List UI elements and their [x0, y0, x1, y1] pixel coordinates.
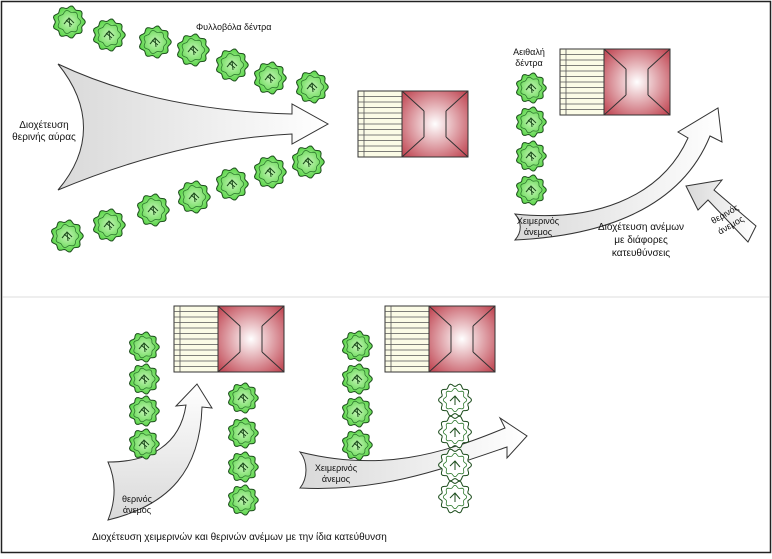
tree-icon — [138, 25, 172, 59]
tree-group-others — [128, 72, 547, 516]
tree-icon — [515, 72, 547, 104]
winter-wind-arrow-bottom — [298, 416, 528, 489]
diff-dir-label-2: με διάφορες — [614, 235, 668, 246]
tree-icon — [227, 451, 259, 483]
winter-wind-top-label-2: άνεμος — [523, 227, 553, 237]
tree-icon — [52, 5, 86, 39]
summer-breeze-arrow — [57, 63, 330, 191]
tree-icon — [515, 106, 547, 138]
winter-wind-bottom-label-2: άνεμος — [321, 474, 351, 484]
tree-icon — [227, 417, 259, 449]
summer-wind-arrow-top — [685, 179, 757, 243]
tree-icon — [341, 429, 373, 461]
bare-tree-icon — [437, 383, 473, 417]
deciduous-trees-label: Φυλλοβόλα δέντρα — [196, 22, 272, 32]
summer-wind-arrow-bottom — [107, 383, 213, 521]
tree-group-top-left — [50, 5, 329, 253]
house-plan — [559, 48, 671, 116]
tree-icon — [50, 219, 84, 253]
tree-icon — [215, 48, 249, 82]
tree-icon — [128, 331, 160, 363]
curved-winter-arrow — [513, 107, 723, 241]
diff-dir-label-3: κατευθύνσεις — [611, 248, 671, 259]
tree-icon — [227, 484, 259, 516]
bare-tree-icon — [437, 448, 473, 482]
tree-icon — [136, 193, 170, 227]
bare-tree-icon — [437, 415, 473, 449]
tree-icon — [515, 140, 547, 172]
evergreen-label-2: δέντρα — [515, 58, 543, 68]
bare-tree-icon — [437, 480, 473, 514]
tree-icon — [92, 18, 126, 52]
diff-dir-label-1: Διοχέτευση ανέμων — [597, 222, 685, 233]
tree-icon — [92, 208, 126, 242]
evergreen-label-1: Αειθαλή — [513, 47, 545, 57]
tree-icon — [253, 155, 287, 189]
house-group — [173, 48, 671, 373]
house-plan — [384, 305, 496, 373]
tree-icon — [227, 382, 259, 414]
tree-icon — [128, 395, 160, 427]
winter-wind-bottom-label-1: Χειμερινός — [314, 463, 358, 473]
winter-wind-top-label-1: Χειμερινός — [516, 216, 560, 226]
same-direction-caption: Διοχέτευση χειμερινών και θερινών ανέμων… — [92, 532, 387, 543]
house-plan — [173, 305, 285, 373]
tree-icon — [515, 174, 547, 206]
house-plan — [357, 90, 469, 158]
tree-icon — [215, 167, 249, 201]
tree-icon — [291, 145, 325, 179]
tree-icon — [176, 33, 210, 67]
summer-air-label-2: θερινής αύρας — [12, 132, 76, 143]
tree-icon — [253, 61, 287, 95]
tree-icon — [341, 396, 373, 428]
summer-wind-bottom-label-1: θερινός — [122, 494, 152, 504]
tree-icon — [341, 330, 373, 362]
tree-icon — [128, 428, 160, 460]
tree-icon — [295, 70, 329, 104]
summer-air-label-1: Διοχέτευση — [19, 120, 69, 131]
tree-icon — [341, 363, 373, 395]
tree-icon — [177, 180, 211, 214]
bare-tree-group — [437, 383, 473, 514]
tree-icon — [128, 363, 160, 395]
summer-wind-bottom-label-2: άνεμος — [122, 505, 152, 515]
